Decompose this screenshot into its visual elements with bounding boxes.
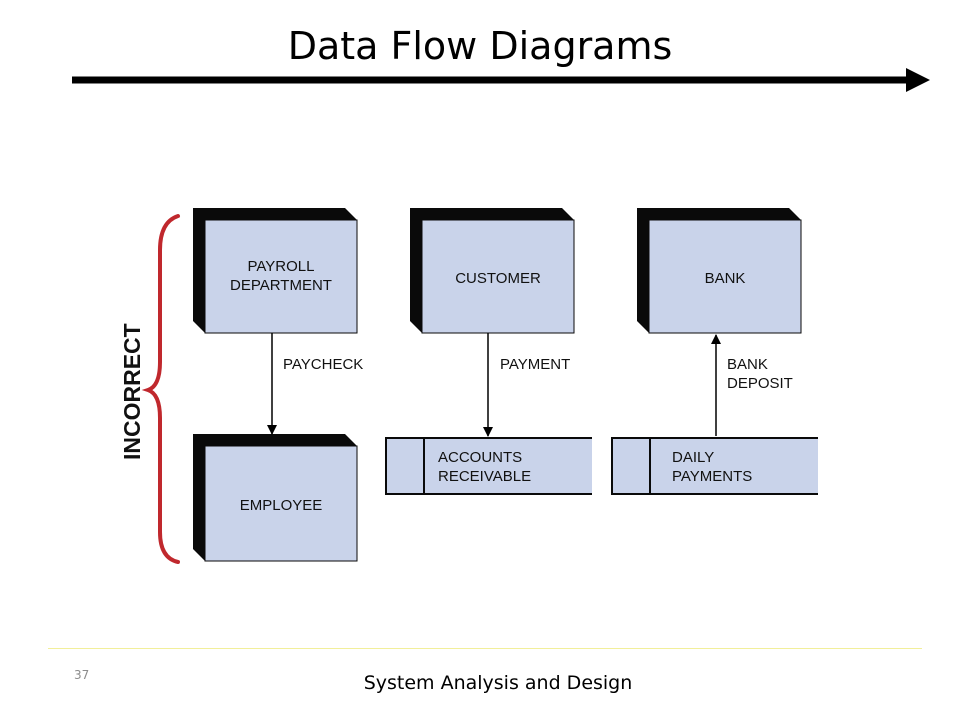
footer-text: System Analysis and Design bbox=[363, 672, 633, 694]
daily-payments-line2: PAYMENTS bbox=[672, 468, 752, 485]
daily-payments-line1: DAILY bbox=[672, 449, 714, 466]
accounts-receivable-line2: RECEIVABLE bbox=[438, 468, 531, 485]
payment-label: PAYMENT bbox=[500, 356, 570, 373]
bank-deposit-line1: BANK bbox=[727, 356, 768, 373]
accounts-receivable-line1: ACCOUNTS bbox=[438, 449, 522, 466]
customer-entity: CUSTOMER bbox=[410, 208, 575, 334]
bank-deposit-line2: DEPOSIT bbox=[727, 375, 793, 392]
bank-label: BANK bbox=[705, 270, 746, 287]
incorrect-brace bbox=[141, 214, 180, 564]
paycheck-label: PAYCHECK bbox=[283, 356, 363, 373]
customer-label: CUSTOMER bbox=[455, 270, 541, 287]
employee-entity: EMPLOYEE bbox=[193, 434, 358, 562]
bank-entity: BANK bbox=[637, 208, 802, 334]
payroll-label-line1: PAYROLL bbox=[248, 258, 315, 275]
payroll-label-line2: DEPARTMENT bbox=[230, 277, 332, 294]
employee-label: EMPLOYEE bbox=[240, 497, 323, 514]
slide-number: 37 bbox=[74, 668, 90, 682]
incorrect-label: INCORRECT bbox=[119, 323, 145, 460]
footer-divider bbox=[48, 648, 922, 649]
payroll-department-entity: PAYROLL DEPARTMENT bbox=[193, 208, 358, 334]
slide-title: Data Flow Diagrams bbox=[287, 24, 673, 68]
accounts-receivable-store: ACCOUNTS RECEIVABLE bbox=[385, 437, 592, 495]
title-arrow bbox=[72, 68, 930, 92]
daily-payments-store: DAILY PAYMENTS bbox=[611, 437, 818, 495]
